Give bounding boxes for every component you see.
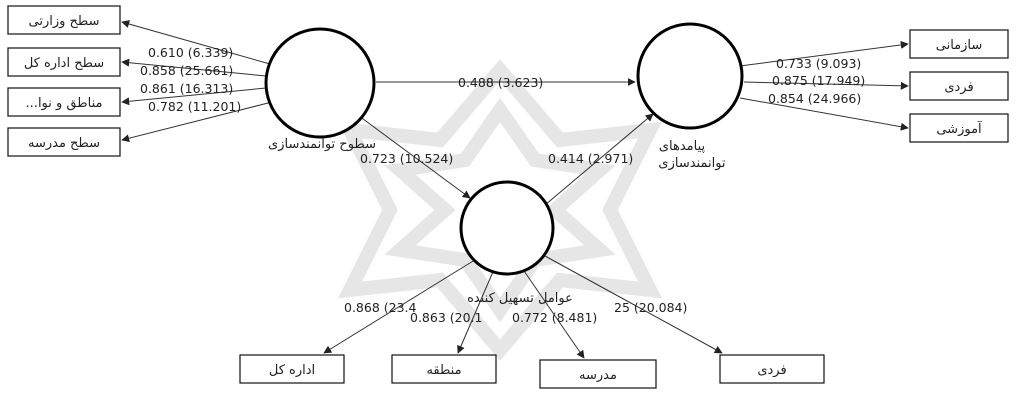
loading-arrow xyxy=(323,257,479,354)
levels-indicator-box-1: سطح وزارتی xyxy=(7,5,121,35)
latent-facilitators-label: عوامل تسهیل کننده xyxy=(467,291,573,306)
loading-coef: 0.875 (17.949) xyxy=(772,73,865,88)
loading-coef: 0.863 (20.1 xyxy=(410,310,482,325)
levels-indicator-box-2: سطح اداره کل xyxy=(7,47,121,77)
latent-levels xyxy=(264,27,376,139)
outcomes-indicator-box-2: فردی xyxy=(909,71,1009,101)
facilitators-indicator-box-2: منطقه xyxy=(391,354,497,384)
loading-arrow xyxy=(739,40,909,67)
outcomes-indicator-box-1: سازمانی xyxy=(909,29,1009,59)
loading-coef: 0.858 (25.661) xyxy=(140,63,233,78)
path-coef-levels-to-outcomes: 0.488 (3.623) xyxy=(458,75,543,90)
levels-indicator-label: سطح وزارتی xyxy=(29,14,100,29)
loading-arrow xyxy=(457,266,496,354)
levels-indicator-box-4: سطح مدرسه xyxy=(7,127,121,157)
levels-indicator-box-3: ...مناطق و نوا xyxy=(7,87,121,117)
levels-indicator-label: سطح مدرسه xyxy=(28,136,100,151)
outcomes-indicator-box-3: آموزشی xyxy=(909,113,1009,143)
loading-coef: 25 (20.084) xyxy=(614,300,687,315)
loading-arrow xyxy=(121,58,267,77)
outcomes-indicator-label: سازمانی xyxy=(936,38,983,53)
levels-indicator-label: سطح اداره کل xyxy=(24,56,104,71)
outcomes-indicator-label: آموزشی xyxy=(936,120,983,137)
outcomes-indicator-label: فردی xyxy=(944,80,973,95)
path-coef-facilitators-to-outcomes: 0.414 (2.971) xyxy=(548,151,633,166)
loading-coef: 0.782 (11.201) xyxy=(148,99,241,114)
loading-arrow xyxy=(521,267,585,359)
path-arrow-levels-to-facilitators xyxy=(354,112,471,199)
latent-outcomes-label-line1: پیامدهای xyxy=(659,139,706,154)
loading-coef: 0.868 (23.4 xyxy=(344,300,417,315)
loading-arrow xyxy=(739,97,909,131)
facilitators-indicator-label: منطقه xyxy=(426,363,461,378)
loading-arrow xyxy=(121,87,267,106)
latent-levels-label: سطوح توانمندسازی xyxy=(268,137,376,152)
facilitators-indicator-box-4: فردی xyxy=(719,354,825,384)
facilitators-indicator-label: اداره کل xyxy=(269,363,315,378)
loading-arrow xyxy=(544,255,723,354)
latent-outcomes-label-line2: توانمندسازی xyxy=(658,156,726,171)
loading-coef: 0.733 (9.093) xyxy=(776,56,861,71)
loading-arrow xyxy=(743,81,909,90)
loading-coef: 0.610 (6.339) xyxy=(148,45,233,60)
loading-coef: 0.772 (8.481) xyxy=(512,310,597,325)
facilitators-indicator-box-3: مدرسه xyxy=(539,359,657,389)
levels-indicator-label: ...مناطق و نوا xyxy=(26,96,103,111)
latent-outcomes xyxy=(636,22,744,130)
loading-coef: 0.861 (16.313) xyxy=(140,81,233,96)
latent-facilitators xyxy=(459,180,555,276)
loading-coef: 0.854 (24.966) xyxy=(768,91,861,106)
loading-arrow xyxy=(121,20,271,65)
watermark-ornament xyxy=(337,59,663,361)
facilitators-indicator-label: مدرسه xyxy=(579,368,617,383)
loading-arrow xyxy=(121,101,273,143)
facilitators-indicator-label: فردی xyxy=(757,363,786,378)
facilitators-indicator-box-1: اداره کل xyxy=(239,354,345,384)
path-coef-levels-to-facilitators: 0.723 (10.524) xyxy=(360,151,453,166)
path-arrow-facilitators-to-outcomes xyxy=(544,113,654,206)
